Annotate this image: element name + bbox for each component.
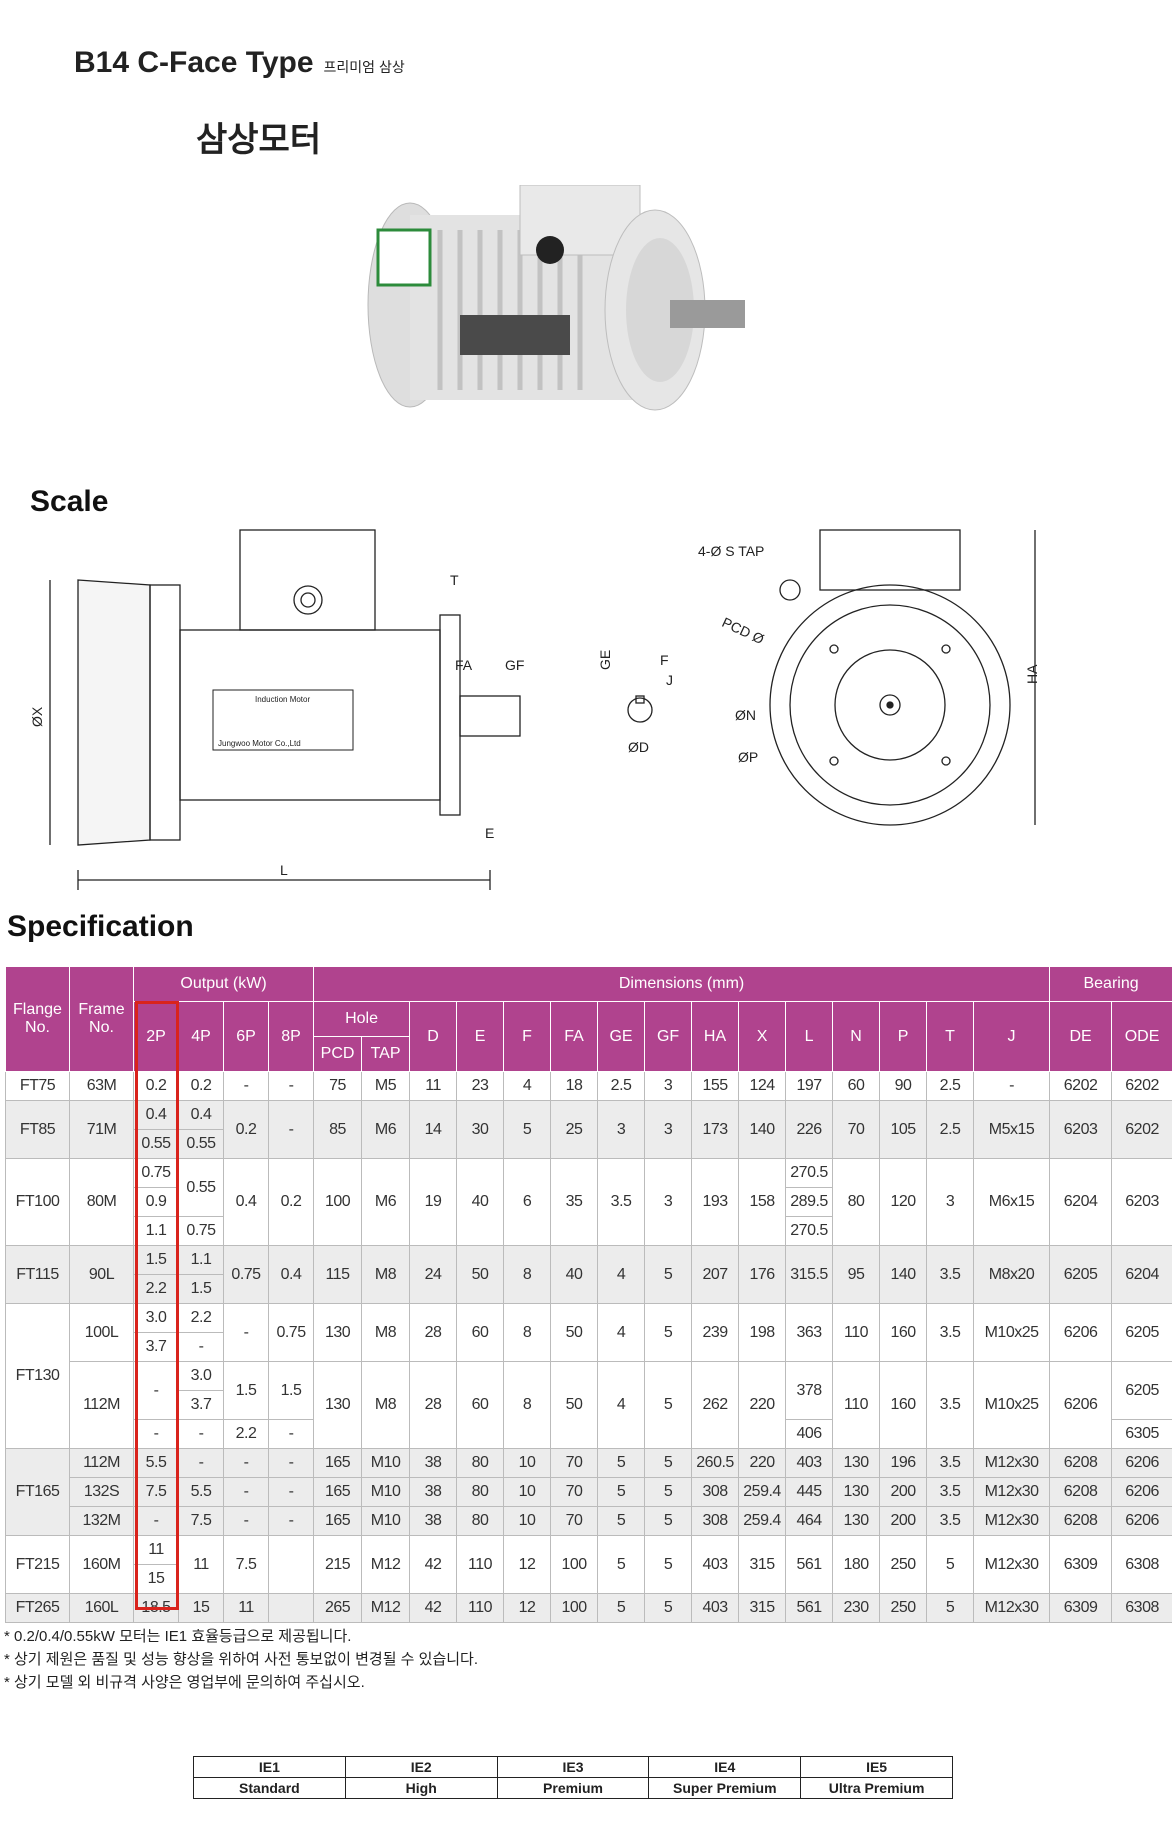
header-6p: 6P [223, 1001, 269, 1072]
header-tap: TAP [361, 1036, 411, 1072]
header-fa: FA [550, 1001, 599, 1072]
footnote: * 상기 모델 외 비규격 사양은 영업부에 문의하여 주십시오. [4, 1674, 365, 1691]
header-2p: 2P [133, 1001, 179, 1072]
header-8p: 8P [267, 1001, 315, 1072]
ie-name: Standard [193, 1777, 346, 1799]
header-t: T [926, 1001, 975, 1072]
header-4p: 4P [178, 1001, 224, 1072]
header-hole: Hole [313, 1001, 411, 1037]
header-f: F [503, 1001, 552, 1072]
label-j: J [666, 672, 673, 688]
header-d: D [409, 1001, 458, 1072]
ie-code: IE5 [800, 1756, 953, 1778]
side-nameplate-text: Induction Motor [255, 695, 310, 704]
header-ode: ODE [1111, 1001, 1172, 1072]
table-row: 3.7- [6, 1332, 1172, 1362]
label-e: E [485, 825, 494, 841]
label-x: ØX [30, 706, 45, 727]
label-l: L [280, 862, 288, 878]
header-pcd: PCD [313, 1036, 363, 1072]
efficiency-class-table: IE1 IE2 IE3 IE4 IE5 Standard High Premiu… [193, 1756, 953, 1799]
label-ha: HA [1024, 664, 1040, 684]
header-frame: Frame No. [69, 966, 134, 1072]
ie-name: Ultra Premium [800, 1777, 953, 1799]
footnotes: * 0.2/0.4/0.55kW 모터는 IE1 효율등급으로 제공됩니다. *… [4, 1625, 478, 1694]
ie-code: IE2 [344, 1756, 498, 1778]
footnote: * 0.2/0.4/0.55kW 모터는 IE1 효율등급으로 제공됩니다. [4, 1628, 352, 1645]
label-d: ØD [628, 739, 649, 755]
label-t: T [450, 572, 459, 588]
table-row: 15 [6, 1564, 1172, 1594]
dimension-drawing: Induction Motor Jungwoo Motor Co.,Ltd L … [30, 529, 1040, 890]
header-p: P [879, 1001, 928, 1072]
page-subtitle: 삼상모터 [196, 121, 322, 159]
header-n: N [832, 1001, 881, 1072]
header-gf: GF [644, 1001, 693, 1072]
label-n: ØN [735, 707, 756, 723]
header-ha: HA [691, 1001, 740, 1072]
label-ge: GE [597, 650, 613, 670]
footnote: * 상기 제원은 품질 및 성능 향상을 위하여 사전 통보없이 변경될 수 있… [4, 1651, 479, 1668]
ie-name: High [344, 1777, 498, 1799]
ie-name: Premium [496, 1777, 650, 1799]
ie-code: IE4 [648, 1756, 802, 1778]
side-maker-text: Jungwoo Motor Co.,Ltd [218, 739, 301, 748]
label-gf: GF [505, 657, 524, 673]
section-scale: Scale [30, 485, 109, 518]
section-specification: Specification [7, 910, 194, 943]
motor-photo [367, 185, 745, 411]
header-x: X [738, 1001, 787, 1072]
header-dimensions: Dimensions (mm) [313, 966, 1051, 1002]
label-tap: 4-Ø S TAP [698, 543, 764, 559]
header-flange: Flange No. [5, 966, 70, 1072]
label-pcd: PCD Ø [720, 614, 767, 647]
ie-code: IE3 [496, 1756, 650, 1778]
header-ge: GE [597, 1001, 646, 1072]
label-fa: FA [455, 657, 473, 673]
header-de: DE [1049, 1001, 1113, 1072]
label-f: F [660, 652, 669, 668]
header-e: E [456, 1001, 505, 1072]
header-bearing: Bearing [1049, 966, 1172, 1002]
header-l: L [785, 1001, 834, 1072]
header-output: Output (kW) [132, 966, 315, 1002]
header-j: J [973, 1001, 1051, 1072]
ie-code: IE1 [193, 1756, 346, 1778]
specification-table: Flange No. Frame No. Output (kW) Dimensi… [5, 966, 1172, 1623]
ie-name: Super Premium [648, 1777, 802, 1799]
title-note: 프리미엄 삼상 [323, 59, 405, 75]
label-p: ØP [738, 749, 758, 765]
